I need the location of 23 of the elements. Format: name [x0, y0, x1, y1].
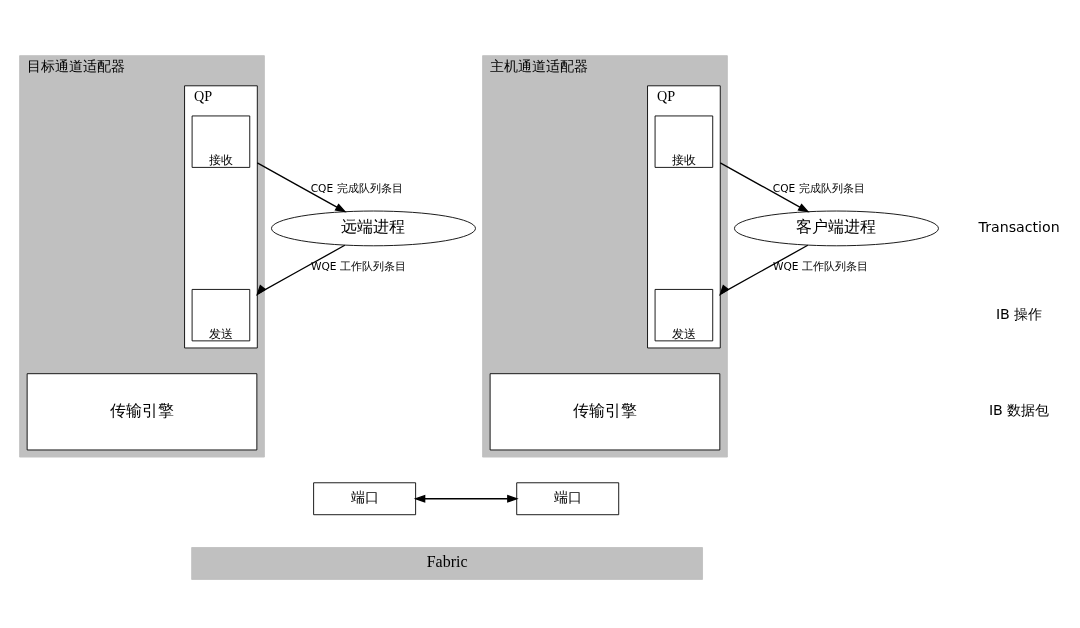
node-box: 接收 — [191, 115, 251, 168]
node-ellipse: 客户端进程 — [734, 210, 939, 247]
label: IB 数据包 — [988, 402, 1050, 419]
node-box: 发送 — [191, 289, 251, 342]
arrow — [719, 244, 809, 297]
label: Transaction — [978, 218, 1060, 235]
node-box: 端口 — [313, 482, 417, 516]
edge-label: CQE 完成队列条目 — [772, 181, 865, 195]
arrow — [256, 162, 347, 213]
node-box: 传输引擎 — [26, 373, 258, 451]
node-ellipse: 远端进程 — [271, 210, 476, 247]
node-box: 发送 — [654, 289, 714, 342]
edge-label: CQE 完成队列条目 — [310, 181, 403, 195]
node-box: 传输引擎 — [489, 373, 721, 451]
node-box: 接收 — [654, 115, 714, 168]
edge-label: WQE 工作队列条目 — [773, 260, 868, 274]
node-box: Fabric — [191, 547, 703, 580]
arrow — [256, 244, 346, 297]
node-box: 端口 — [516, 482, 620, 516]
label: IB 操作 — [995, 305, 1043, 322]
edge-label: WQE 工作队列条目 — [310, 260, 406, 274]
arrow — [719, 162, 810, 213]
arrow — [413, 494, 519, 503]
